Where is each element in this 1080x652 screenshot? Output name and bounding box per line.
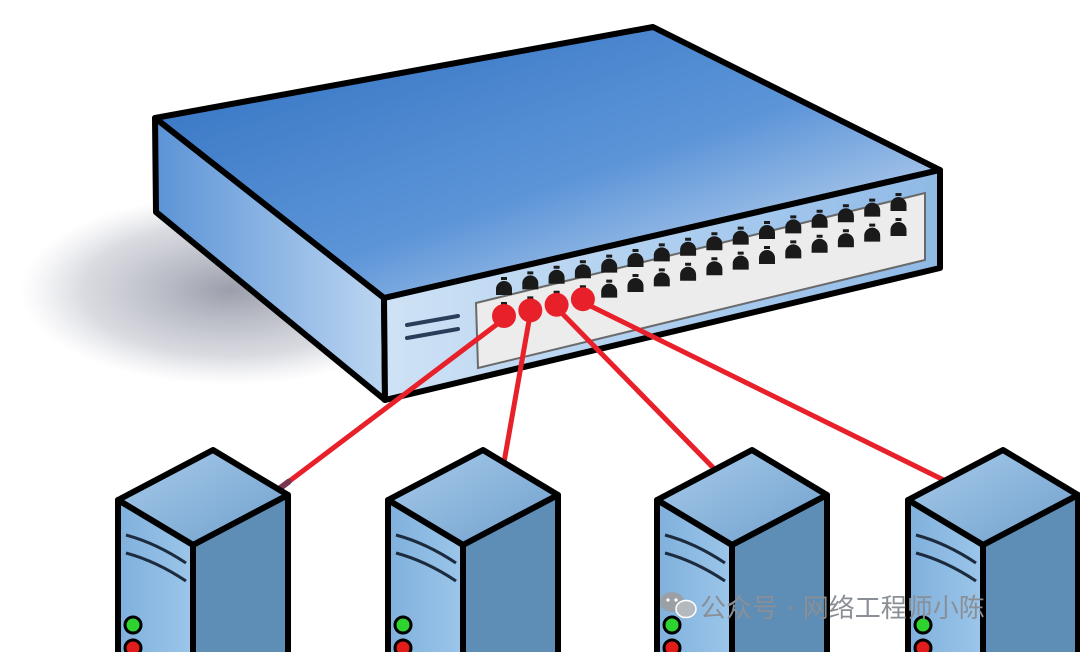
watermark-text: 公众号 · 网络工程师小陈 [700,594,985,624]
server-tower [115,447,291,652]
switch-port [732,251,749,270]
switch-port-panel [474,191,926,370]
status-led-green [913,615,933,635]
status-led-green [393,615,413,635]
server-tower [905,447,1080,652]
status-led-green [662,615,682,635]
switch-port [785,215,802,234]
status-led-green [123,615,143,635]
switch-port [601,279,618,298]
network-switch [152,24,943,403]
status-led-red [123,638,143,652]
switch-port [496,277,512,295]
switch-port [601,254,618,273]
status-led-red [393,638,413,652]
switch-port [627,249,644,267]
wechat-icon [660,592,697,619]
switch-port [653,243,670,262]
switch-port [759,246,775,264]
switch-port [864,198,881,217]
switch-port [574,260,591,279]
switch-port [522,271,539,290]
switch-port [706,257,723,276]
watermark: 公众号 · 网络工程师小陈 [660,592,985,624]
switch-port [759,221,775,239]
switch-port [890,193,907,211]
switch-port [653,268,670,287]
switch-port [837,229,854,248]
switch-port [706,232,723,251]
server-tower [654,447,830,652]
switch-port [680,237,697,256]
connected-port-indicator [570,287,595,312]
switch-vent [405,314,460,340]
switch-port [811,209,828,228]
switch-port [548,265,565,284]
connected-port-indicator [544,292,569,317]
switch-port [890,218,907,236]
server-tower [385,447,561,652]
status-led-red [913,638,933,652]
switch-port [864,223,881,242]
network-cables [272,287,975,505]
switch-port [627,274,644,292]
status-led-red [662,638,682,652]
connected-port-indicator [492,304,516,328]
switch-port [732,226,749,245]
switch-port [811,234,828,253]
connected-port-indicator [518,298,543,323]
switch-port [680,262,697,281]
switch-port [837,204,854,223]
switch-port [785,240,802,259]
servers [115,447,1080,652]
